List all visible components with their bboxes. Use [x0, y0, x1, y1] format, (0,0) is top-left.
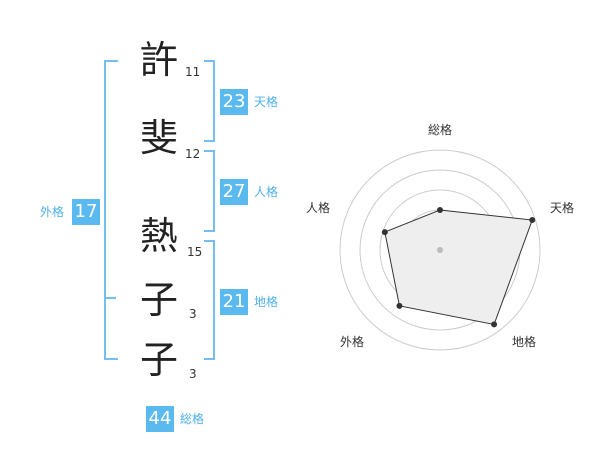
chikaku-bracket — [204, 240, 215, 360]
gaikaku-label: 外格 — [40, 205, 65, 219]
radar-grid-ring — [339, 149, 541, 351]
radar-point — [529, 217, 536, 224]
chikaku-value: 21 — [220, 289, 248, 315]
jinkaku-bracket — [204, 150, 215, 232]
radar-point — [381, 229, 388, 236]
name-char-2: 斐 — [140, 116, 179, 160]
radar-label-tenkaku: 天格 — [550, 200, 574, 215]
name-char-1: 許 — [140, 38, 179, 82]
radar-label-jinkaku: 人格 — [306, 200, 330, 215]
name-char-4: 子 — [140, 278, 179, 322]
gaikaku-bracket-mid — [104, 297, 116, 299]
stroke-count-5: 3 — [189, 367, 197, 381]
gaikaku-bracket — [104, 60, 118, 360]
radar-point — [396, 302, 403, 309]
tenkaku-label: 天格 — [254, 95, 279, 109]
soukaku-value: 44 — [146, 406, 174, 432]
gaikaku-value: 17 — [72, 199, 100, 225]
radar-label-chikaku: 地格 — [512, 334, 536, 349]
stroke-count-1: 11 — [185, 65, 201, 79]
stroke-count-4: 3 — [189, 307, 197, 321]
radar-point — [437, 207, 443, 213]
radar-label-gaikaku: 外格 — [340, 334, 364, 349]
jinkaku-value: 27 — [220, 179, 248, 205]
radar-point — [491, 321, 498, 328]
radar-center — [437, 247, 443, 253]
radar-points — [381, 207, 536, 328]
stroke-count-2: 12 — [185, 147, 201, 161]
tenkaku-value: 23 — [220, 89, 248, 115]
soukaku-label: 総格 — [180, 412, 205, 426]
tenkaku-bracket — [204, 60, 215, 142]
radar-label-soukaku: 総格 — [428, 122, 452, 137]
name-char-3: 熱 — [140, 214, 179, 258]
radar-chart: 総格 天格 地格 外格 人格 — [306, 122, 574, 351]
chikaku-label: 地格 — [254, 295, 279, 309]
name-char-5: 子 — [140, 338, 179, 382]
stroke-count-3: 15 — [187, 245, 203, 259]
radar-shape — [384, 209, 533, 326]
jinkaku-label: 人格 — [254, 185, 279, 199]
